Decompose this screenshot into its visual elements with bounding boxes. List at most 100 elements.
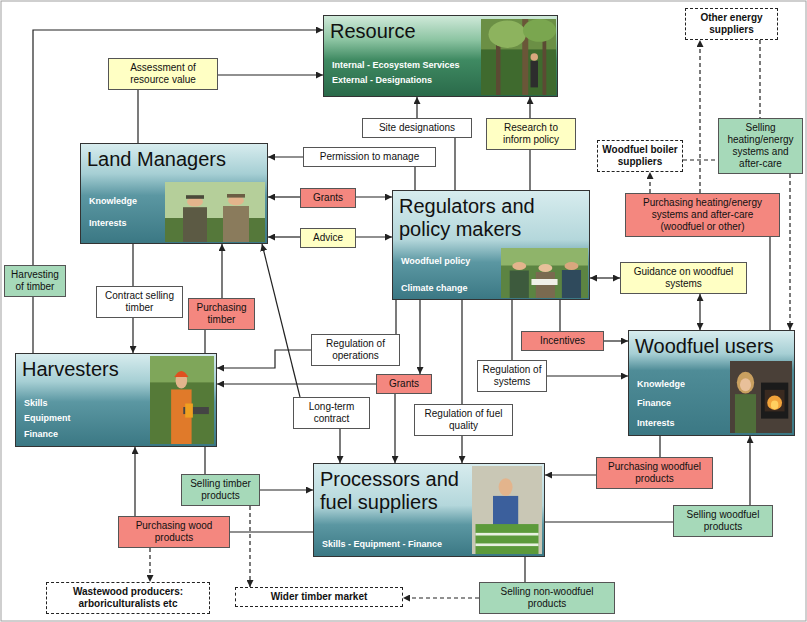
box-detail: Skills xyxy=(24,398,208,409)
connector xyxy=(132,318,133,353)
connector xyxy=(356,196,392,197)
flow-box: Selling non-woodfuel products xyxy=(479,582,615,614)
connector xyxy=(414,167,415,190)
box-detail: Finance xyxy=(637,398,786,409)
connector xyxy=(454,138,455,190)
connector xyxy=(268,156,303,157)
detail-list: Internal - Ecosystem ServicesExternal - … xyxy=(324,60,557,96)
box-label: Regulation of operations xyxy=(316,338,395,362)
external-box: Wastewood producers: arboriculturalists … xyxy=(46,582,210,614)
box-label: Harvesting of timber xyxy=(9,269,61,293)
stakeholder-box: Processors and fuel suppliersSkills - Eq… xyxy=(313,463,545,557)
box-label: Purchasing wood products xyxy=(123,520,225,544)
flow-box: Selling timber products xyxy=(181,474,260,506)
connector xyxy=(529,150,530,190)
connector xyxy=(218,74,323,75)
box-title: Land Managers xyxy=(81,144,261,171)
flow-box: Grants xyxy=(300,188,356,208)
connector xyxy=(394,394,395,463)
stakeholder-box: ResourceInternal - Ecosystem ServicesExt… xyxy=(323,15,558,97)
box-label: Selling heating/energy systems and after… xyxy=(723,122,798,170)
connector xyxy=(230,531,313,532)
detail-list: Skills - Equipment - Finance xyxy=(314,539,544,556)
flow-box: Advice xyxy=(300,228,356,248)
connector xyxy=(529,97,530,118)
box-detail: Skills - Equipment - Finance xyxy=(322,539,536,550)
box-detail: External - Designations xyxy=(332,75,549,86)
stakeholder-box: Land ManagersKnowledgeInterests xyxy=(80,143,268,244)
regulators-photo xyxy=(501,248,588,298)
connector xyxy=(649,172,650,193)
box-label: Regulation of systems xyxy=(482,364,542,388)
external-box: Wider timber market xyxy=(235,587,403,607)
connector xyxy=(260,489,313,490)
stakeholder-box: HarvestersSkillsEquipmentFinance xyxy=(15,353,217,447)
connector xyxy=(545,474,596,475)
connector xyxy=(403,597,479,598)
box-title: Regulators and policy makers xyxy=(393,191,578,241)
connector xyxy=(217,350,311,368)
box-label: Selling timber products xyxy=(186,478,255,502)
box-label: Grants xyxy=(381,378,427,390)
connector xyxy=(132,244,133,286)
box-label: Purchasing heating/energy systems and af… xyxy=(630,197,775,233)
flow-box: Purchasing woodfuel products xyxy=(596,457,713,489)
box-title: Woodfuel users xyxy=(629,331,789,358)
connector xyxy=(262,244,300,397)
connector xyxy=(511,300,512,360)
detail-list: SkillsEquipmentFinance xyxy=(16,398,216,446)
stakeholder-box: Woodfuel usersKnowledgeFinanceInterests xyxy=(628,330,795,436)
flow-box: Long-term contract xyxy=(293,397,370,429)
forest-photo xyxy=(481,19,556,95)
box-label: Incentives xyxy=(526,335,599,347)
connector xyxy=(604,340,628,341)
connector xyxy=(204,447,205,474)
harvester-photo xyxy=(150,356,214,444)
woodfuel-user-photo xyxy=(730,361,792,433)
box-title: Processors and fuel suppliers xyxy=(314,464,469,514)
connector xyxy=(699,294,700,330)
connector xyxy=(137,90,138,143)
connector xyxy=(659,436,660,457)
flow-box: Permission to manage xyxy=(303,147,436,167)
box-label: Wastewood producers: arboriculturalists … xyxy=(51,586,205,610)
flow-box: Guidance on woodfuel systems xyxy=(620,262,747,294)
box-label: Research to inform policy xyxy=(491,122,571,146)
box-detail: Knowledge xyxy=(637,379,786,390)
box-label: Woodfuel boiler suppliers xyxy=(602,144,678,168)
flow-box: Purchasing heating/energy systems and af… xyxy=(625,193,780,237)
connector xyxy=(759,40,760,118)
detail-list: KnowledgeInterests xyxy=(81,196,267,243)
connector xyxy=(419,300,420,374)
detail-list: Woodfuel policyClimate change xyxy=(393,256,589,299)
connector xyxy=(221,244,222,298)
box-label: Permission to manage xyxy=(308,151,431,163)
box-detail: Knowledge xyxy=(89,196,259,207)
box-detail: Interests xyxy=(89,218,259,229)
connector xyxy=(249,506,250,587)
flow-box: Selling heating/energy systems and after… xyxy=(718,118,803,174)
flow-box: Assessment of resource value xyxy=(108,58,218,90)
box-label: Guidance on woodfuel systems xyxy=(625,266,742,290)
box-label: Contract selling timber xyxy=(101,290,178,314)
connector xyxy=(268,196,300,197)
box-detail: Woodfuel policy xyxy=(401,256,581,267)
external-box: Woodfuel boiler suppliers xyxy=(597,140,683,172)
flow-box: Regulation of fuel quality xyxy=(414,404,513,436)
connector xyxy=(683,159,718,160)
connector xyxy=(545,521,673,522)
detail-list: KnowledgeFinanceInterests xyxy=(629,379,794,435)
connector xyxy=(461,300,462,404)
box-detail: Climate change xyxy=(401,283,581,294)
box-label: Purchasing woodfuel products xyxy=(601,461,708,485)
connector xyxy=(789,174,790,330)
box-title: Resource xyxy=(324,16,474,43)
box-title: Harvesters xyxy=(16,354,141,381)
processor-photo xyxy=(472,466,542,554)
box-detail: Internal - Ecosystem Services xyxy=(332,60,549,71)
connector xyxy=(559,300,560,331)
external-box: Other energy suppliers xyxy=(685,8,778,40)
connector xyxy=(769,237,770,330)
flow-box: Purchasing wood products xyxy=(118,516,230,548)
connector xyxy=(204,330,205,353)
